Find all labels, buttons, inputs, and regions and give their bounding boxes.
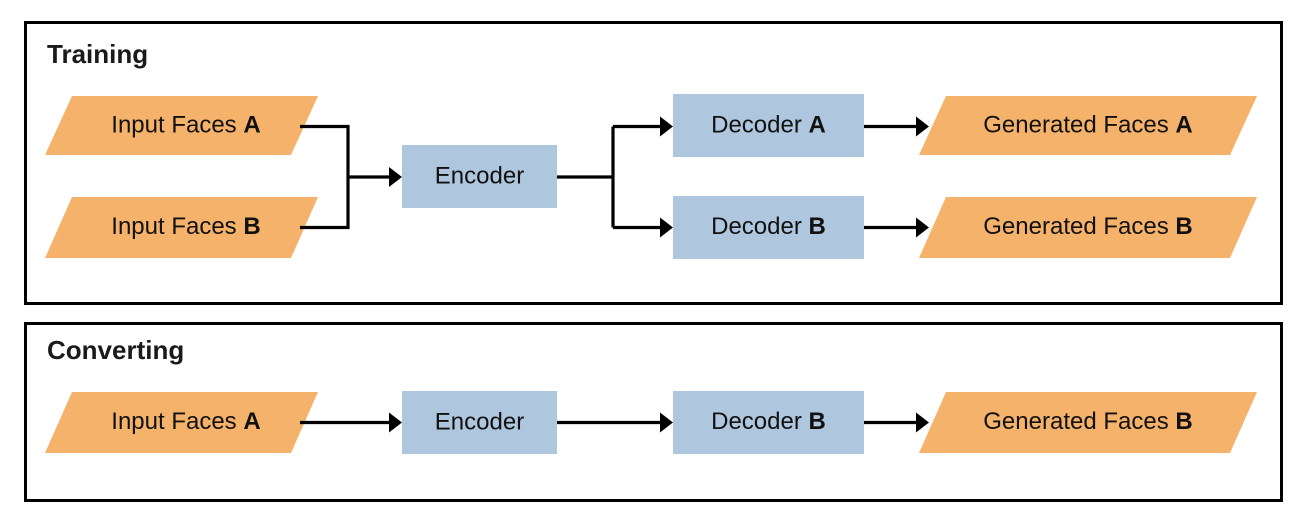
converting-section-title: Converting: [47, 335, 184, 365]
training-section-frame: [24, 21, 1283, 305]
conv-encoder-shape: [402, 391, 557, 454]
generated-faces-a-shape: [919, 96, 1257, 155]
decoder-b-shape: [673, 196, 864, 259]
generated-faces-a-label: Generated Faces A: [983, 112, 1192, 139]
node-generated-faces-b[interactable]: Generated Faces B: [919, 197, 1257, 258]
conv-decoder-b-text: Decoder: [711, 408, 808, 435]
encoder-label: Encoder: [435, 162, 524, 189]
arrow-head-to-decoder-b: [660, 217, 673, 238]
generated-faces-b-label: Generated Faces B: [983, 213, 1192, 240]
conv-decoder-b-shape: [673, 391, 864, 454]
input-faces-a-label: Input Faces A: [111, 112, 260, 139]
conv-generated-faces-b-shape: [919, 392, 1257, 453]
conv-generated-faces-b-label: Generated Faces B: [983, 408, 1192, 435]
node-conv-generated-faces-b[interactable]: Generated Faces B: [919, 392, 1257, 453]
node-conv-decoder-b[interactable]: Decoder B: [673, 391, 864, 454]
decoder-a-label: Decoder A: [711, 112, 826, 139]
training-section-title: Training: [47, 39, 148, 69]
conv-decoder-b-label: Decoder B: [711, 408, 826, 435]
input-faces-a-shape: [45, 96, 318, 155]
node-input-faces-b[interactable]: Input Faces B: [45, 197, 318, 258]
conv-input-faces-a-text: Input Faces: [111, 408, 243, 435]
decoder-b-label: Decoder B: [711, 213, 826, 240]
conv-input-faces-a-label: Input Faces A: [111, 408, 260, 435]
conv-generated-faces-b-tag: B: [1175, 408, 1192, 435]
input-faces-b-text: Input Faces: [111, 213, 243, 240]
arrow-head-to-encoder: [389, 167, 402, 187]
decoder-a-tag: A: [809, 112, 826, 139]
section-converting: Converting Input Faces A Encoder Decoder…: [24, 322, 1283, 502]
arrow-head-to-generated-b: [916, 217, 929, 238]
generated-faces-a-tag: A: [1175, 112, 1192, 139]
edge-inputs-to-encoder: [300, 124, 402, 230]
arrow-head-conv-to-decoder: [660, 412, 673, 433]
edge-decoder-a-to-generated-a: [864, 116, 929, 137]
generated-faces-b-shape: [919, 197, 1257, 258]
node-conv-encoder[interactable]: Encoder: [402, 391, 557, 454]
node-conv-input-faces-a[interactable]: Input Faces A: [45, 392, 318, 453]
edge-conv-encoder-to-decoder: [557, 412, 673, 433]
conv-input-faces-a-tag: A: [243, 408, 260, 435]
conv-generated-faces-b-text: Generated Faces: [983, 408, 1175, 435]
decoder-a-shape: [673, 94, 864, 157]
edge-encoder-to-decoders: [557, 116, 673, 238]
arrow-head-conv-to-generated: [916, 412, 929, 433]
node-encoder[interactable]: Encoder: [402, 145, 557, 208]
edge-conv-decoder-to-generated: [864, 412, 929, 433]
decoder-a-text: Decoder: [711, 112, 808, 139]
conv-encoder-label: Encoder: [435, 408, 524, 435]
arrow-head-conv-to-encoder: [389, 412, 402, 433]
node-decoder-b[interactable]: Decoder B: [673, 196, 864, 259]
generated-faces-b-text: Generated Faces: [983, 213, 1175, 240]
arrow-head-to-decoder-a: [660, 116, 673, 137]
input-faces-b-label: Input Faces B: [111, 213, 260, 240]
decoder-b-tag: B: [809, 213, 826, 240]
encoder-shape: [402, 145, 557, 208]
edge-decoder-b-to-generated-b: [864, 217, 929, 238]
section-training: Training Input Faces A Input Faces B Enc…: [24, 21, 1283, 305]
input-faces-b-tag: B: [243, 213, 260, 240]
generated-faces-b-tag: B: [1175, 213, 1192, 240]
generated-faces-a-text: Generated Faces: [983, 112, 1175, 139]
conv-input-faces-a-shape: [45, 392, 318, 453]
input-faces-a-text: Input Faces: [111, 112, 243, 139]
input-faces-a-tag: A: [243, 112, 260, 139]
arrow-head-to-generated-a: [916, 116, 929, 137]
node-generated-faces-a[interactable]: Generated Faces A: [919, 96, 1257, 155]
input-faces-b-shape: [45, 197, 318, 258]
edge-conv-input-to-encoder: [300, 412, 402, 433]
conv-decoder-b-tag: B: [809, 408, 826, 435]
node-input-faces-a[interactable]: Input Faces A: [45, 96, 318, 155]
node-decoder-a[interactable]: Decoder A: [673, 94, 864, 157]
decoder-b-text: Decoder: [711, 213, 808, 240]
